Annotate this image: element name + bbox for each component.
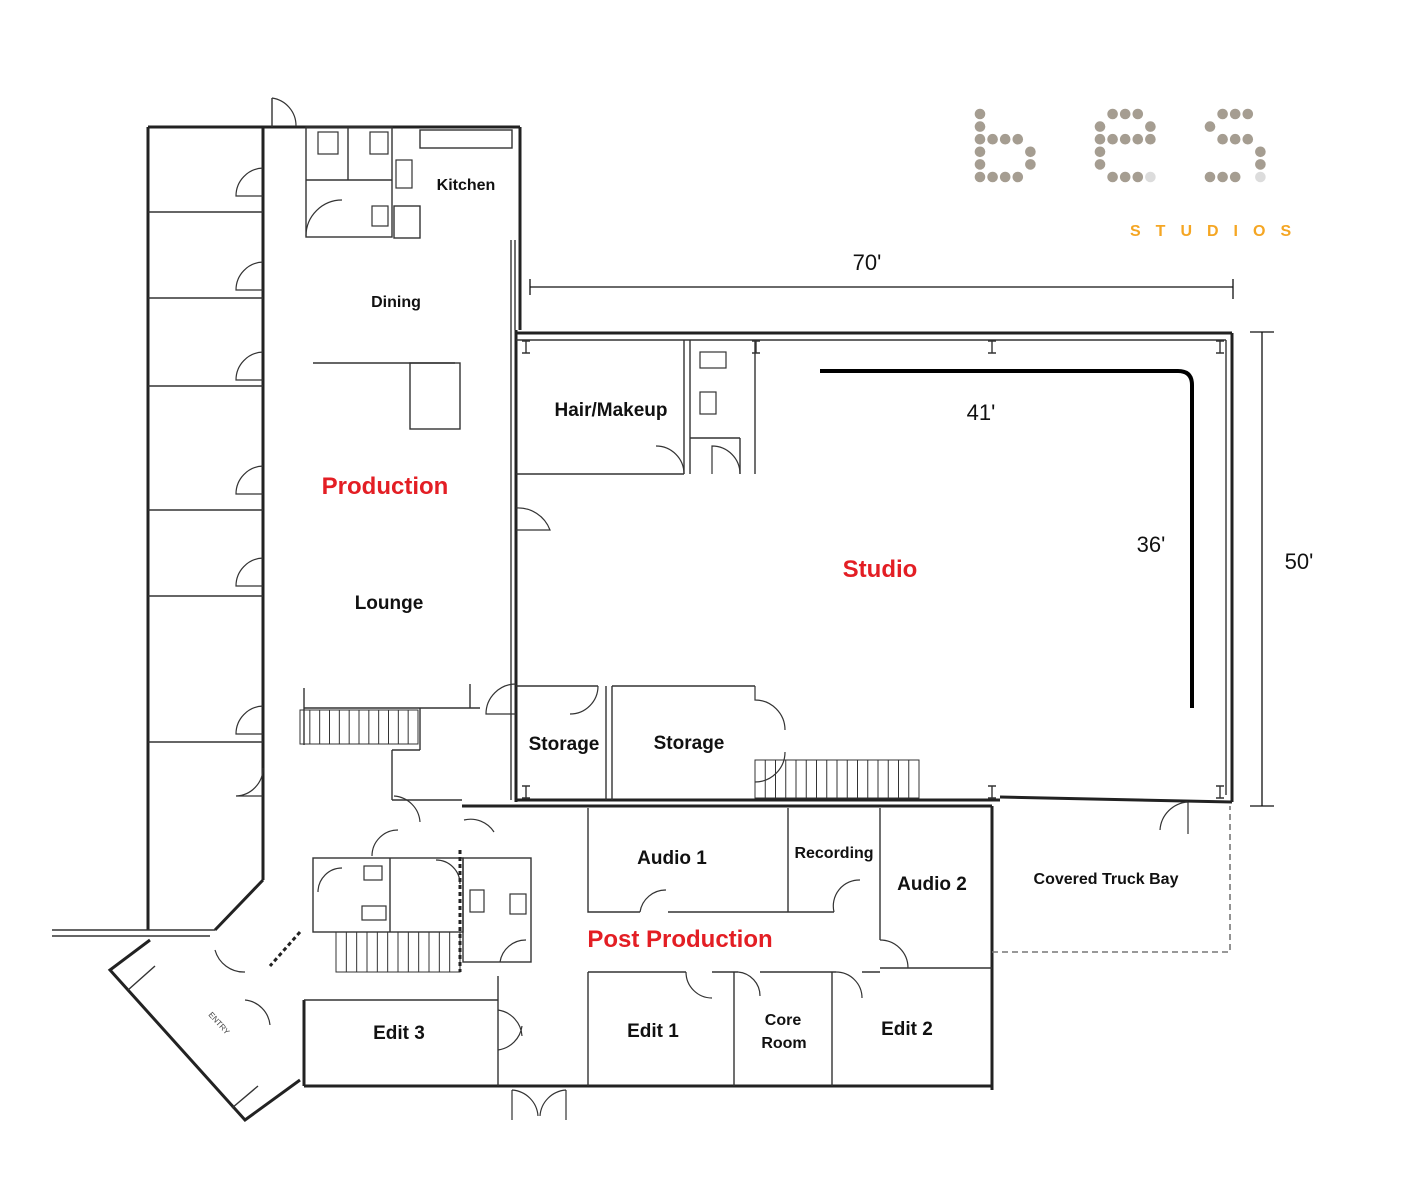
logo-dot [1107, 133, 1118, 145]
logo-dot [974, 121, 986, 132]
logo-dot [1094, 159, 1106, 170]
label-storage-1: Storage [529, 734, 600, 755]
logo-dot [1012, 171, 1024, 183]
logo-dot [987, 171, 998, 183]
cyc-wall [820, 369, 1194, 708]
logo-dot [1025, 159, 1036, 170]
label-post-production: Post Production [587, 926, 772, 953]
logo-dot [1025, 146, 1036, 158]
column-marker [988, 785, 996, 799]
logo-dot [1217, 133, 1228, 145]
logo-dot [1094, 133, 1106, 145]
label-core-room-1: Core [765, 1012, 802, 1029]
label-kitchen: Kitchen [437, 177, 496, 194]
logo-dot [1119, 108, 1131, 120]
label-audio-1: Audio 1 [637, 848, 707, 869]
logo-dot [1217, 108, 1228, 120]
label-audio-2: Audio 2 [897, 874, 967, 895]
logo-dot [974, 133, 986, 145]
logo-dot [1107, 108, 1118, 120]
label-covered-truck-bay: Covered Truck Bay [1034, 871, 1179, 888]
label-edit-3: Edit 3 [373, 1023, 425, 1044]
label-lounge: Lounge [355, 593, 424, 614]
logo-dot [1255, 171, 1266, 183]
logo-dot [974, 171, 986, 183]
column-marker [522, 340, 530, 354]
logo-dot [1255, 146, 1266, 158]
dimension-lines [529, 279, 1274, 807]
dimension-cyc-width: 41' [967, 400, 996, 425]
label-edit-2: Edit 2 [881, 1019, 933, 1040]
logo-dot [974, 159, 986, 170]
logo-dot [1094, 146, 1106, 158]
logo-dot [1242, 108, 1254, 120]
post-stairs [345, 932, 451, 972]
logo-dot [1119, 171, 1131, 183]
hair-makeup-room [516, 340, 756, 475]
dimension-cyc-depth: 36' [1137, 532, 1166, 557]
storage-stairs [764, 760, 910, 798]
column-marker [988, 340, 996, 354]
post-production-wing [268, 795, 994, 1120]
logo-dot [1145, 171, 1156, 183]
column-markers [522, 340, 1224, 799]
label-recording: Recording [794, 845, 873, 862]
storage-rooms [516, 685, 920, 800]
column-marker [1216, 785, 1224, 799]
truck-bay-outline [992, 806, 1231, 953]
logo-dot [1145, 133, 1156, 145]
studio-shell [516, 331, 1234, 834]
label-core-room-2: Room [761, 1035, 806, 1052]
logo-dot [1012, 133, 1024, 145]
logo-dot [1217, 171, 1228, 183]
column-marker [522, 785, 530, 799]
label-production: Production [322, 473, 449, 500]
logo-dot [1242, 133, 1254, 145]
logo-dot [987, 133, 998, 145]
west-offices [52, 125, 268, 937]
logo-dot [1107, 171, 1118, 183]
lounge-stairs [309, 710, 409, 744]
logo-dot [1229, 133, 1241, 145]
logo-dot [1145, 121, 1156, 132]
central-wall [485, 240, 551, 802]
entry-wing: ENTRY [107, 938, 301, 1123]
logo-dot [1094, 121, 1106, 132]
label-storage-2: Storage [654, 733, 725, 754]
logo-dot [999, 133, 1011, 145]
logo-dot [1119, 133, 1131, 145]
column-marker [752, 340, 760, 354]
entry-label: ENTRY [207, 1010, 232, 1037]
label-edit-1: Edit 1 [627, 1021, 679, 1042]
logo-dot [1204, 121, 1216, 132]
logo-dot [974, 146, 986, 158]
logo-subtext: STUDIOS [1130, 223, 1306, 240]
label-hair-makeup: Hair/Makeup [555, 400, 668, 421]
logo-dot [1132, 171, 1144, 183]
production-area [268, 97, 522, 800]
label-dining: Dining [371, 294, 421, 311]
dimension-depth: 50' [1285, 549, 1314, 574]
logo-dot [1204, 171, 1216, 183]
column-marker [1216, 340, 1224, 354]
logo-dot [1132, 108, 1144, 120]
logo-dot [1255, 159, 1266, 170]
logo-dot [1229, 108, 1241, 120]
dimension-width: 70' [853, 250, 882, 275]
logo-dot [1229, 171, 1241, 183]
bes-studios-logo [974, 108, 1266, 183]
label-studio: Studio [843, 556, 918, 583]
logo-dot [1132, 133, 1144, 145]
logo-dot [974, 108, 986, 120]
logo-dot [999, 171, 1011, 183]
